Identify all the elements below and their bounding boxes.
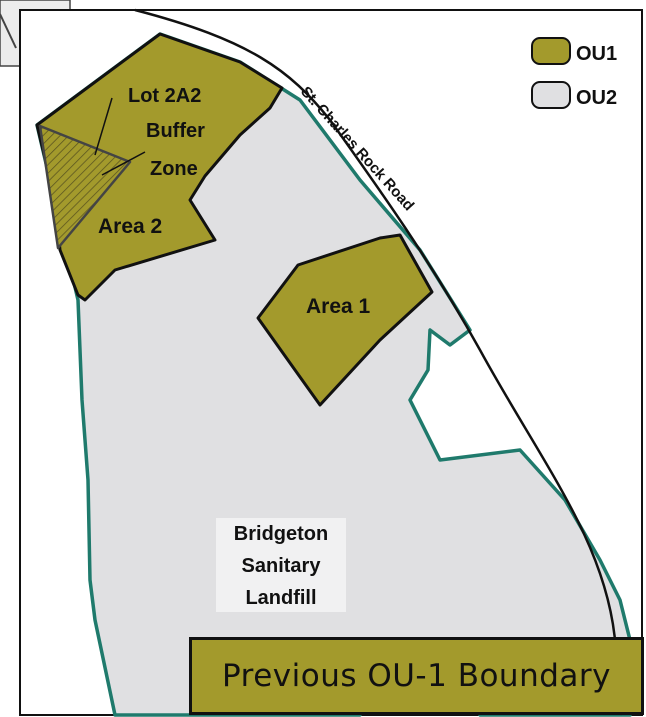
area-1-label: Area 1 — [306, 295, 371, 318]
caption-banner: Previous OU-1 Boundary — [189, 637, 644, 715]
area-2-label: Area 2 — [98, 215, 162, 238]
legend-swatch-ou1 — [531, 37, 571, 65]
area-2-region — [35, 32, 284, 302]
legend-swatch-ou2 — [531, 81, 571, 109]
buffer-label-leader — [101, 151, 146, 176]
road-line — [134, 8, 624, 716]
inset-line — [0, 13, 17, 49]
landfill-label-line-3: Landfill — [245, 587, 316, 609]
zone-label: Zone — [150, 158, 198, 180]
lot-label-leader — [94, 97, 113, 156]
landfill-label-backdrop — [216, 518, 346, 612]
legend-label-ou1: OU1 — [576, 43, 617, 65]
area-1-region — [256, 233, 434, 407]
lot-2a2-label: Lot 2A2 — [128, 85, 201, 107]
buffer-label: Buffer — [146, 120, 205, 142]
landfill-label-line-1: Bridgeton — [234, 523, 328, 545]
landfill-label-line-2: Sanitary — [242, 555, 322, 577]
legend-label-ou2: OU2 — [576, 87, 617, 109]
caption-text: Previous OU-1 Boundary — [221, 658, 611, 694]
buffer-zone-triangle — [38, 124, 132, 250]
